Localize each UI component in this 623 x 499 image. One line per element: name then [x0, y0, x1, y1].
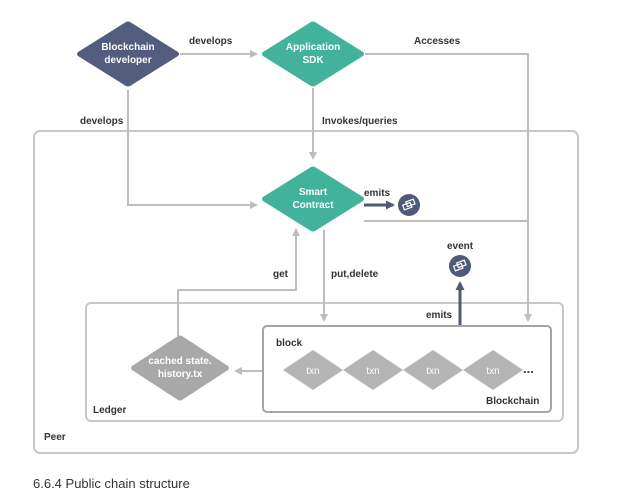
chain-structure-diagram: Peer Ledger block Blockchain Blockchain …	[33, 21, 579, 454]
figure-caption: 6.6.4 Public chain structure	[33, 476, 190, 491]
smart-contract-node: Smart Contract	[262, 166, 364, 232]
develops-left-label: develops	[80, 116, 124, 127]
emit-arrows	[364, 200, 465, 325]
block-event-icon	[449, 255, 471, 277]
cached-state-node: cached state. history.tx	[131, 335, 229, 401]
develops-top-label: develops	[189, 36, 233, 47]
txn-label: txn	[366, 366, 379, 377]
get-arrow	[177, 228, 300, 336]
contract-event-icon	[398, 194, 420, 216]
developer-to-contract-arrow	[127, 90, 258, 209]
sdk-to-blockchain-arrow	[365, 53, 532, 322]
txn-list: txn txn txn txn ...	[283, 350, 534, 390]
cached-line2: history.tx	[158, 369, 203, 380]
txn-item: txn	[283, 350, 343, 390]
ledger-label: Ledger	[93, 405, 126, 416]
txn-label: txn	[486, 366, 499, 377]
blockchain-label: Blockchain	[486, 396, 539, 407]
block-label: block	[276, 338, 303, 349]
event-label: event	[447, 241, 474, 252]
contract-line1: Smart	[299, 187, 328, 198]
sdk-line2: SDK	[302, 55, 324, 66]
peer-container: Peer	[33, 130, 579, 454]
emits-contract-label: emits	[364, 188, 391, 199]
application-sdk-node: Application SDK	[262, 21, 364, 87]
txn-item: txn	[463, 350, 523, 390]
txn-item: txn	[403, 350, 463, 390]
txn-item: txn	[343, 350, 403, 390]
put-delete-label: put,delete	[331, 269, 379, 280]
txn-ellipsis: ...	[523, 361, 534, 376]
txn-label: txn	[426, 366, 439, 377]
peer-label: Peer	[44, 432, 66, 443]
developer-line1: Blockchain	[101, 42, 154, 53]
invokes-label: Invokes/queries	[322, 116, 398, 127]
get-label: get	[273, 269, 289, 280]
developer-line2: developer	[104, 55, 151, 66]
emits-block-label: emits	[426, 310, 453, 321]
connectors	[127, 50, 532, 375]
contract-line2: Contract	[292, 200, 334, 211]
blockchain-developer-node: Blockchain developer	[77, 21, 179, 87]
txn-label: txn	[306, 366, 319, 377]
sdk-line1: Application	[286, 42, 340, 53]
cached-line1: cached state.	[148, 356, 212, 367]
accesses-label: Accesses	[414, 36, 461, 47]
blockchain-container: block Blockchain	[262, 325, 552, 413]
